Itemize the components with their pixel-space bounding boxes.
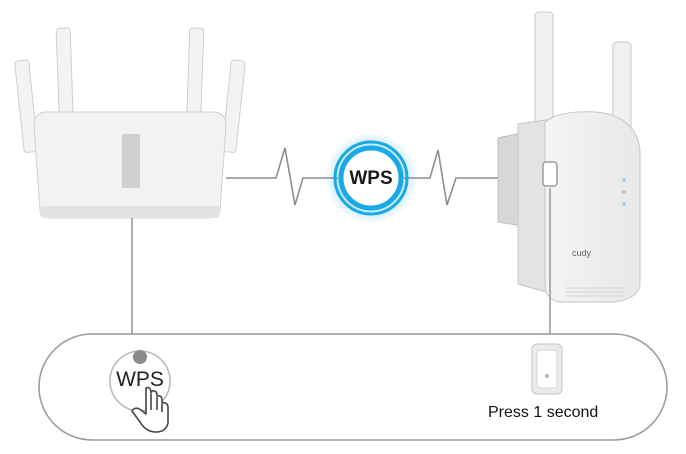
instruction-panel [38,333,668,441]
press-instruction-caption: Press 1 second [488,404,599,421]
connector-lines [131,188,551,334]
extender-brand-logo: cudy [572,248,592,258]
wps-signal-label: WPS [349,168,393,189]
router-icon [14,27,246,219]
extender-icon [497,11,641,303]
router-wps-button-label: WPS [116,368,164,391]
hand-pointer-icon [131,386,169,433]
extender-wps-button-closeup [531,343,563,395]
wps-signal-badge [325,132,417,224]
